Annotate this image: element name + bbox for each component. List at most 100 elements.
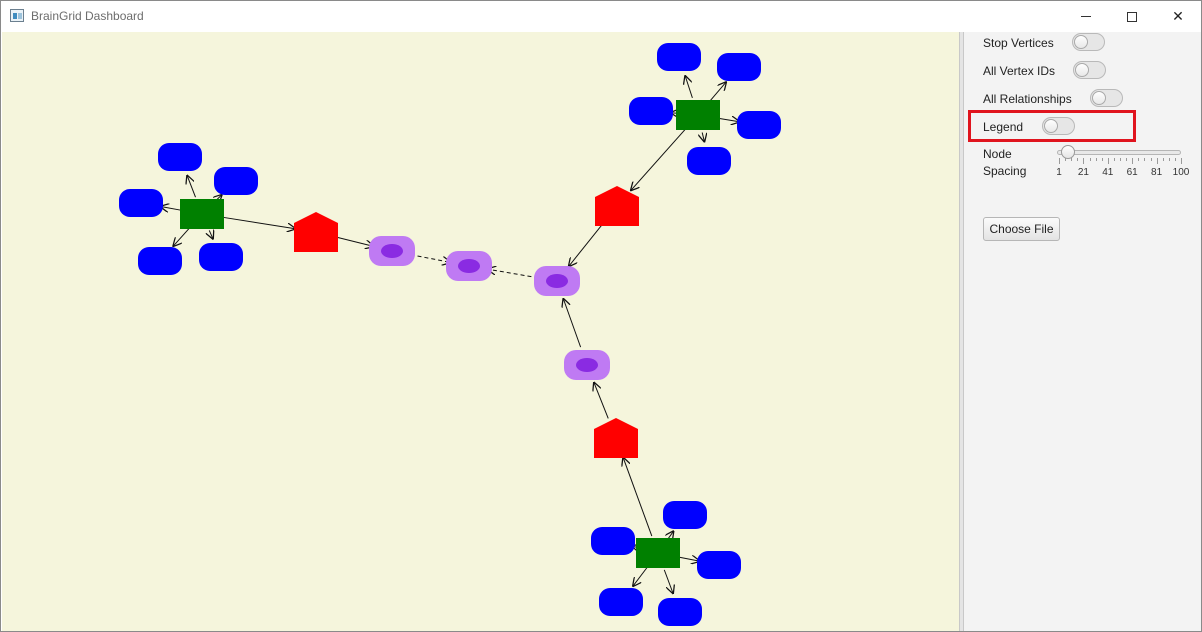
title-bar[interactable]: BrainGrid Dashboard ✕ — [1, 1, 1201, 32]
stop-vertices-toggle[interactable] — [1072, 33, 1105, 51]
pentagon-node[interactable] — [594, 418, 638, 458]
minimize-button[interactable] — [1063, 1, 1109, 32]
slider-tick — [1077, 158, 1079, 161]
nodes-layer — [119, 43, 781, 626]
graph-edge — [685, 76, 693, 99]
leaf-node[interactable] — [697, 551, 741, 579]
leaf-node[interactable] — [687, 147, 731, 175]
minimize-icon — [1081, 16, 1091, 17]
graph-edge — [173, 227, 191, 246]
slider-tick — [1181, 158, 1182, 164]
slider-tick-label: 1 — [1056, 167, 1062, 178]
graph-svg[interactable] — [2, 32, 959, 631]
slider-tick — [1089, 158, 1091, 161]
hub-node[interactable] — [676, 100, 720, 130]
leaf-node[interactable] — [158, 143, 202, 171]
graph-edge — [219, 216, 295, 229]
toggle-knob — [1044, 119, 1058, 133]
all-vertex-ids-toggle[interactable] — [1073, 61, 1106, 79]
all-relationships-label: All Relationships — [983, 92, 1072, 106]
control-panel: Stop Vertices All Vertex IDs All Relatio… — [964, 32, 1201, 631]
graph-edge — [569, 222, 605, 266]
leaf-node[interactable] — [214, 167, 258, 195]
graph-edge — [631, 128, 687, 190]
slider-tick — [1065, 158, 1067, 161]
slider-tick — [1132, 158, 1134, 164]
node-spacing-slider-thumb[interactable] — [1061, 145, 1075, 159]
graph-edge — [709, 82, 726, 102]
slider-tick — [1107, 158, 1109, 164]
leaf-node[interactable] — [657, 43, 701, 71]
graph-edge — [668, 531, 673, 538]
slider-tick — [1113, 158, 1115, 161]
ring-node-inner — [546, 274, 568, 288]
legend-highlight-box — [968, 110, 1136, 142]
slider-tick — [1156, 158, 1158, 164]
close-icon: ✕ — [1172, 8, 1184, 24]
leaf-node[interactable] — [138, 247, 182, 275]
slider-tick-label: 81 — [1151, 167, 1163, 178]
leaf-node[interactable] — [717, 53, 761, 81]
ring-node[interactable] — [534, 266, 580, 296]
graph-edge — [209, 230, 213, 238]
ring-node[interactable] — [369, 236, 415, 266]
ring-node[interactable] — [446, 251, 492, 281]
leaf-node[interactable] — [199, 243, 243, 271]
graph-edge — [563, 299, 582, 348]
choose-file-button[interactable]: Choose File — [983, 217, 1060, 241]
split-divider[interactable] — [959, 32, 964, 631]
node-spacing-label-line1: Node — [983, 147, 1012, 161]
leaf-node[interactable] — [629, 97, 673, 125]
ring-node-inner — [576, 358, 598, 372]
graph-edge — [663, 569, 673, 593]
toggle-knob — [1092, 91, 1106, 105]
toggle-knob — [1074, 35, 1088, 49]
slider-tick — [1120, 158, 1121, 161]
ring-node-inner — [458, 259, 480, 273]
slider-tick — [1071, 158, 1073, 161]
close-button[interactable]: ✕ — [1155, 1, 1201, 32]
slider-tick — [1168, 158, 1170, 161]
maximize-icon — [1127, 11, 1137, 22]
node-spacing-slider-track[interactable] — [1057, 150, 1181, 155]
leaf-node[interactable] — [658, 598, 702, 626]
graph-edge — [702, 132, 704, 142]
app-icon — [10, 9, 24, 22]
edges-layer — [161, 76, 740, 593]
slider-tick — [1150, 158, 1152, 161]
graph-edge — [594, 383, 609, 419]
legend-label: Legend — [983, 120, 1024, 134]
slider-tick — [1144, 158, 1146, 161]
hub-node[interactable] — [180, 199, 224, 229]
graph-canvas[interactable] — [2, 32, 959, 631]
graph-edge — [410, 254, 451, 263]
pentagon-node[interactable] — [595, 186, 639, 226]
legend-toggle[interactable] — [1042, 117, 1075, 135]
maximize-button[interactable] — [1109, 1, 1155, 32]
leaf-node[interactable] — [663, 501, 707, 529]
slider-tick-label: 61 — [1126, 167, 1138, 178]
graph-edge — [488, 269, 539, 279]
leaf-node[interactable] — [599, 588, 643, 616]
node-spacing-label-line2: Spacing — [983, 164, 1027, 178]
slider-tick-label: 100 — [1172, 167, 1190, 178]
all-relationships-toggle[interactable] — [1090, 89, 1123, 107]
leaf-node[interactable] — [591, 527, 635, 555]
graph-edge — [633, 567, 648, 586]
slider-tick — [1174, 158, 1176, 161]
slider-tick — [1138, 158, 1140, 161]
leaf-node[interactable] — [119, 189, 163, 217]
pentagon-node[interactable] — [294, 212, 338, 252]
graph-edge — [336, 236, 373, 246]
slider-tick — [1095, 158, 1097, 161]
slider-tick-label: 41 — [1102, 167, 1114, 178]
slider-tick — [1083, 158, 1085, 164]
slider-tick — [1059, 158, 1060, 164]
leaf-node[interactable] — [737, 111, 781, 139]
slider-tick — [1126, 158, 1128, 161]
hub-node[interactable] — [636, 538, 680, 568]
graph-edge — [187, 176, 196, 198]
window-title: BrainGrid Dashboard — [31, 9, 144, 23]
ring-node[interactable] — [564, 350, 610, 380]
